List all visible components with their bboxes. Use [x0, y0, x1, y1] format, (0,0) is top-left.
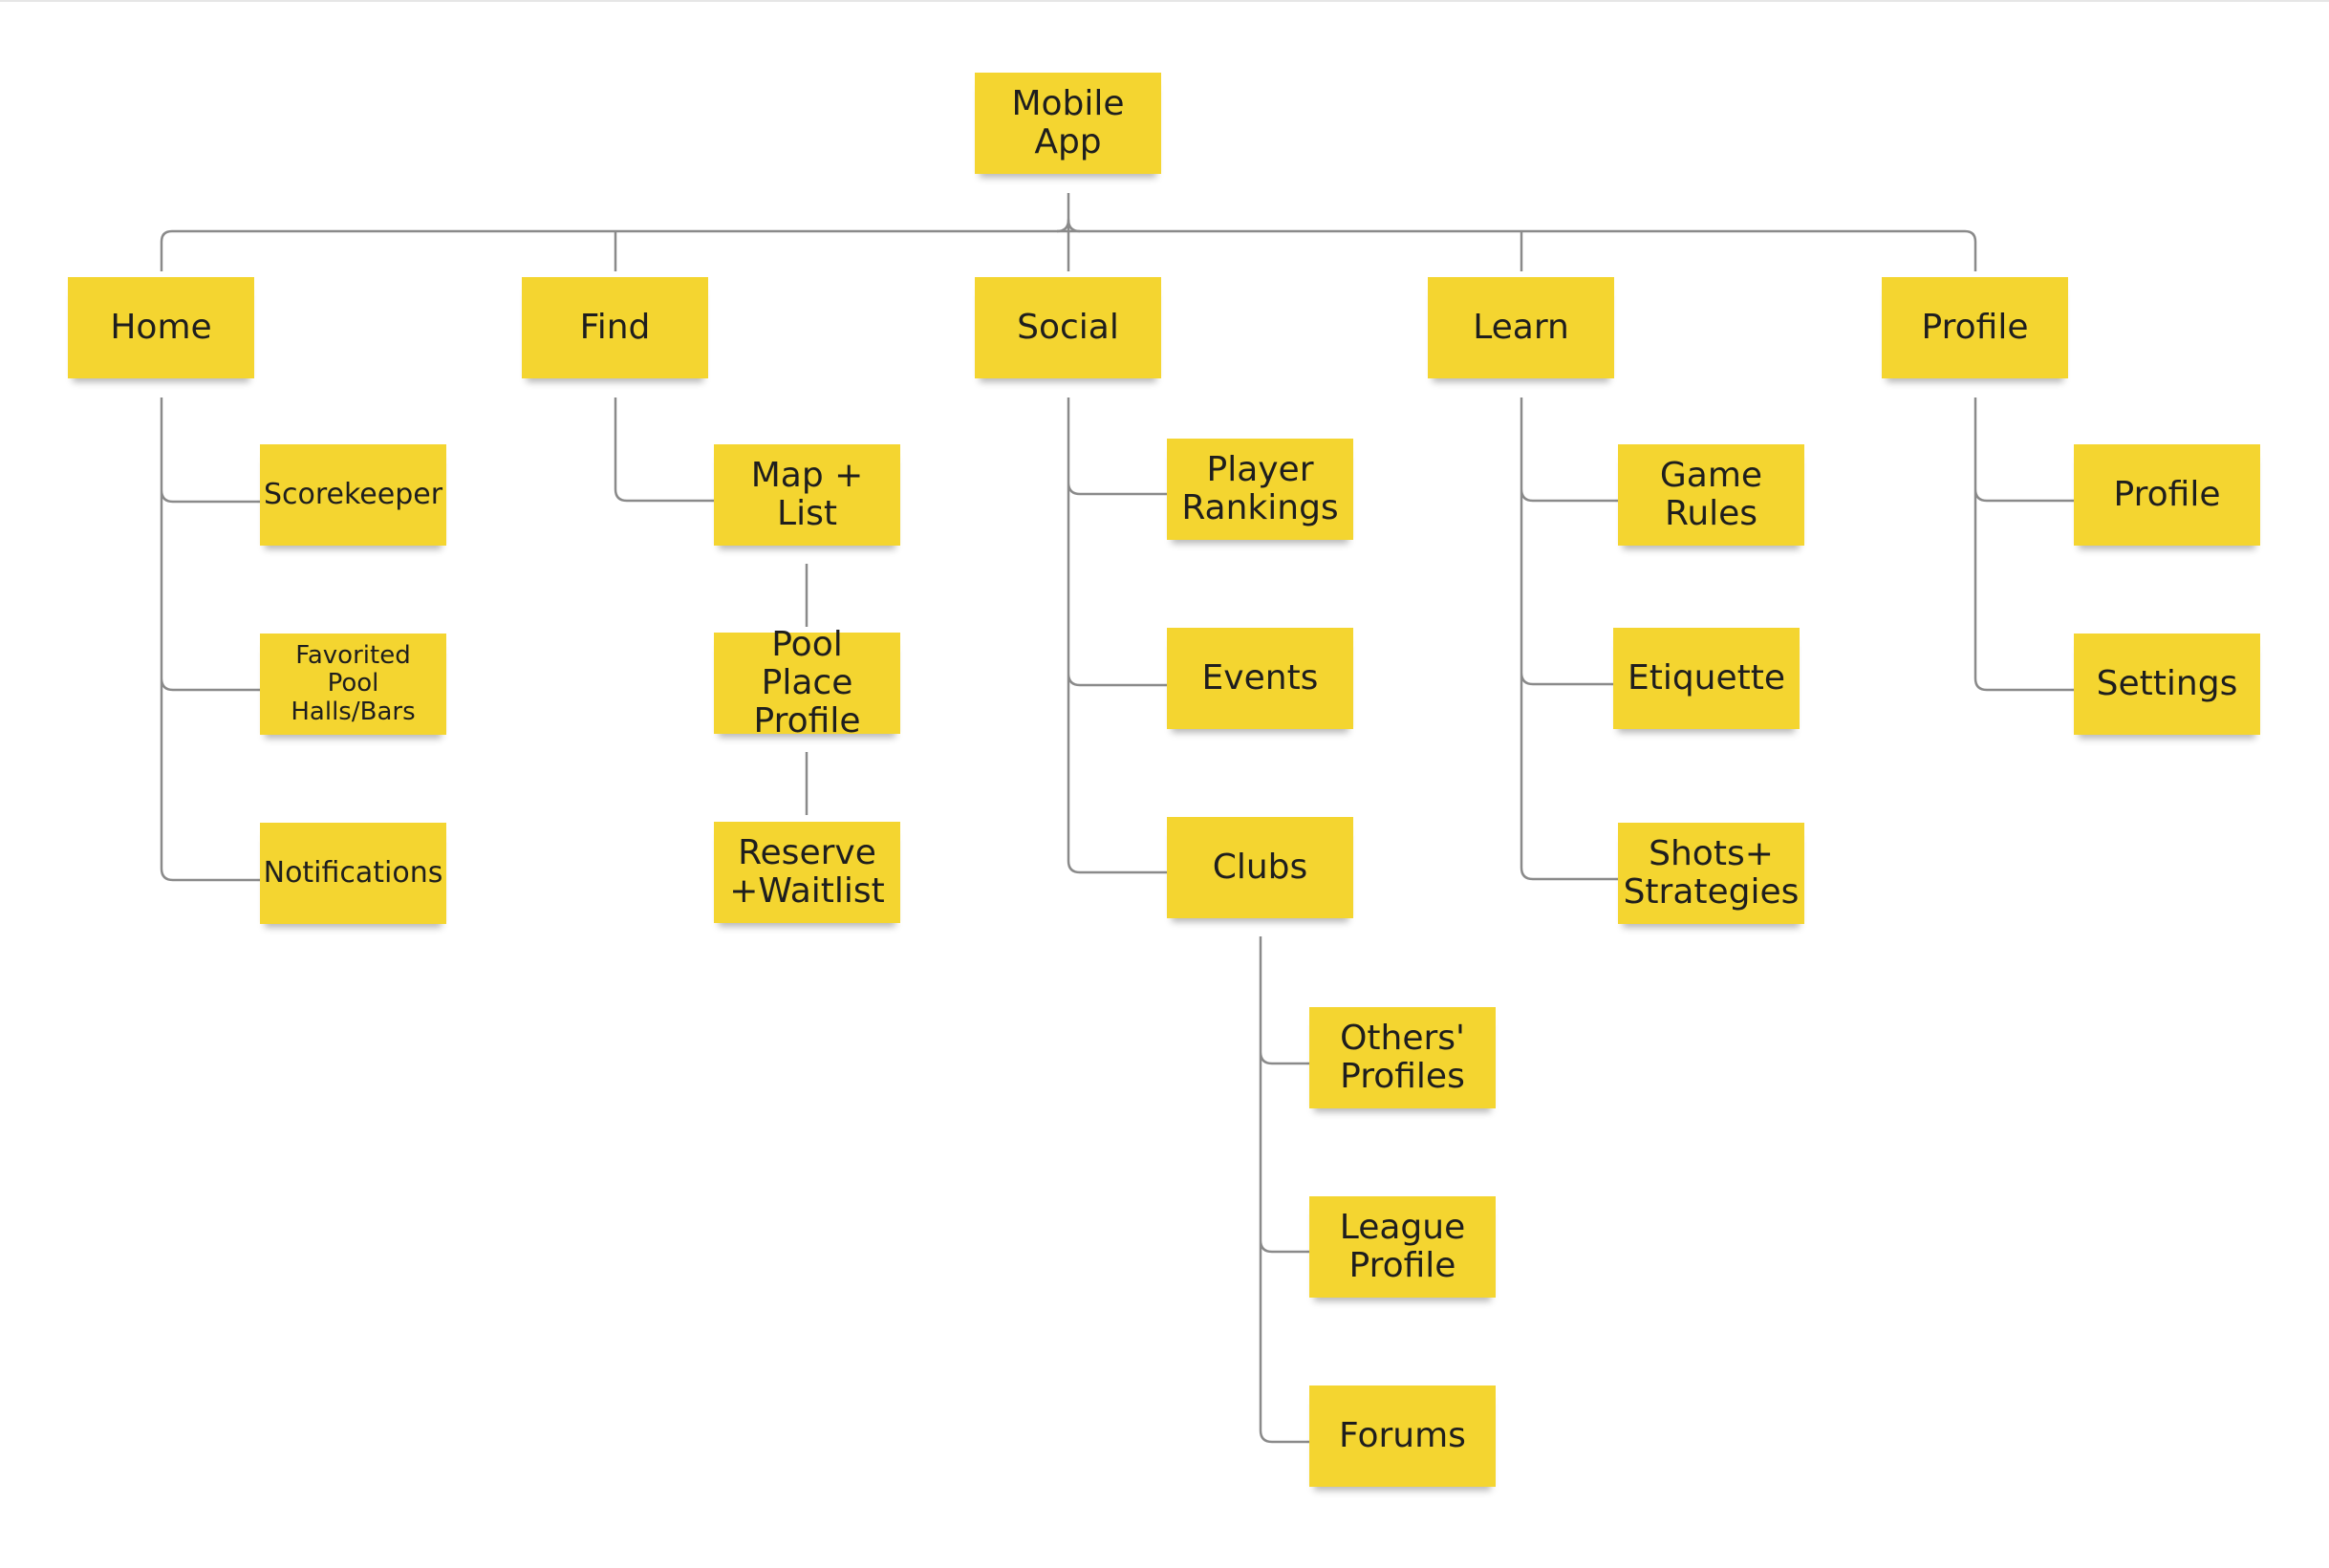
node-map-list[interactable]: Map + List — [714, 444, 900, 546]
node-notifications[interactable]: Notifications — [260, 823, 446, 924]
node-label: Profile — [1921, 307, 2029, 347]
node-label: Scorekeeper — [263, 478, 443, 512]
node-learn[interactable]: Learn — [1428, 277, 1614, 378]
connector-profile — [1973, 397, 2074, 692]
node-label: Clubs — [1212, 847, 1308, 887]
node-game-rules[interactable]: Game Rules — [1618, 444, 1804, 546]
top-border — [0, 0, 2329, 2]
node-label: Notifications — [263, 856, 443, 891]
node-favorited-pool-halls[interactable]: Favorited Pool Halls/Bars — [260, 634, 446, 735]
node-label: Events — [1201, 657, 1319, 698]
node-label: Forums — [1339, 1415, 1466, 1455]
node-home[interactable]: Home — [68, 277, 254, 378]
node-shots-strategies[interactable]: Shots+ Strategies — [1618, 823, 1804, 924]
node-events[interactable]: Events — [1167, 628, 1353, 729]
node-label: Settings — [2096, 663, 2238, 703]
connector-home — [160, 397, 260, 882]
node-label: Reserve +Waitlist — [729, 832, 885, 911]
node-label: Game Rules — [1659, 455, 1763, 533]
node-label: Etiquette — [1627, 657, 1786, 698]
node-label: Favorited Pool Halls/Bars — [291, 641, 416, 726]
node-label: Mobile App — [1011, 83, 1125, 161]
node-settings[interactable]: Settings — [2074, 634, 2260, 735]
node-label: League Profile — [1339, 1207, 1466, 1285]
connector-social — [1067, 397, 1167, 874]
node-label: Shots+ Strategies — [1623, 833, 1800, 912]
node-league-profile[interactable]: League Profile — [1309, 1196, 1496, 1298]
node-reserve-waitlist[interactable]: Reserve +Waitlist — [714, 822, 900, 923]
node-profile-section[interactable]: Profile — [1882, 277, 2068, 378]
connector-find — [614, 397, 809, 815]
node-mobile-app[interactable]: Mobile App — [975, 73, 1161, 174]
node-clubs[interactable]: Clubs — [1167, 817, 1353, 918]
node-label: Player Rankings — [1181, 449, 1339, 527]
node-social[interactable]: Social — [975, 277, 1161, 378]
node-pool-place-profile[interactable]: Pool Place Profile — [714, 625, 900, 741]
node-profile[interactable]: Profile — [2074, 444, 2260, 546]
node-scorekeeper[interactable]: Scorekeeper — [260, 444, 446, 546]
node-label: Map + List — [750, 455, 864, 533]
node-others-profiles[interactable]: Others' Profiles — [1309, 1007, 1496, 1108]
node-forums[interactable]: Forums — [1309, 1385, 1496, 1487]
node-find[interactable]: Find — [522, 277, 708, 378]
node-label: Social — [1017, 307, 1119, 347]
node-label: Home — [110, 307, 212, 347]
node-etiquette[interactable]: Etiquette — [1613, 628, 1800, 729]
node-player-rankings[interactable]: Player Rankings — [1167, 439, 1353, 540]
connector-clubs — [1259, 936, 1309, 1444]
connector-learn — [1520, 397, 1618, 881]
node-label: Pool Place Profile — [753, 624, 861, 741]
node-label: Profile — [2113, 474, 2221, 514]
node-label: Learn — [1473, 307, 1569, 347]
connector-bus-join — [1056, 218, 1081, 233]
connector-horizontal-bus — [160, 229, 1977, 271]
node-label: Others' Profiles — [1340, 1018, 1465, 1096]
node-label: Find — [579, 307, 651, 347]
